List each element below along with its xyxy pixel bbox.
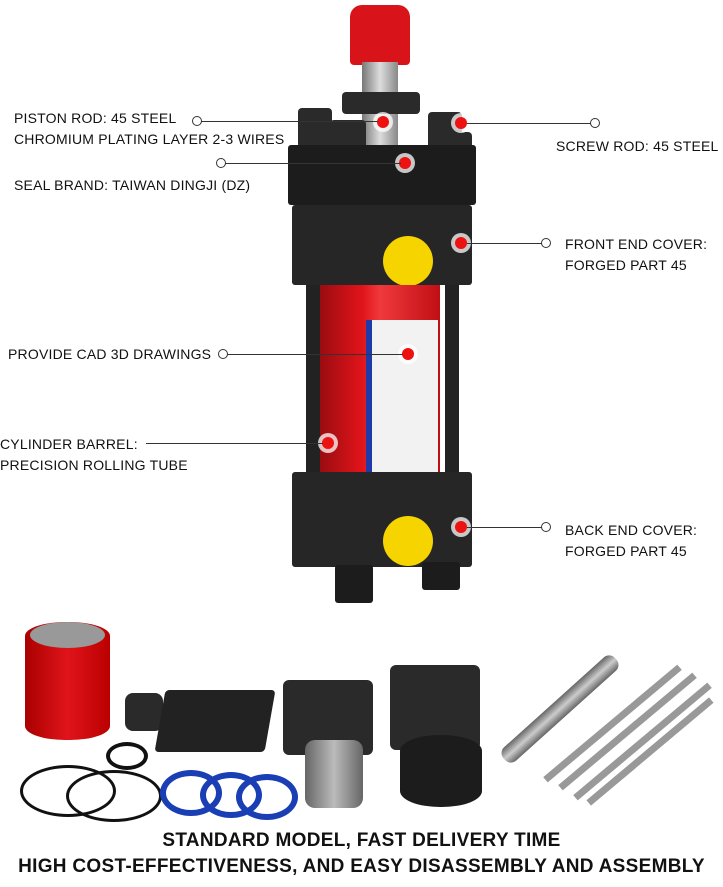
leader-line <box>146 443 323 444</box>
back-port <box>383 516 433 566</box>
label-text: CYLINDER BARREL: <box>0 436 138 452</box>
label-text: FORGED PART 45 <box>565 257 687 273</box>
leader-line <box>227 354 403 355</box>
leader-end-circle <box>541 238 551 248</box>
footer-line-2: HIGH COST-EFFECTIVENESS, AND EASY DISASS… <box>18 856 705 877</box>
top-flange <box>288 145 476 205</box>
marker-screw-rod <box>455 117 467 129</box>
footer-line-1: STANDARD MODEL, FAST DELIVERY TIME <box>162 830 561 851</box>
o-ring <box>106 742 148 770</box>
label-text: CHROMIUM PLATING LAYER 2-3 WIRES <box>14 131 285 147</box>
label-barrel: CYLINDER BARREL: PRECISION ROLLING TUBE <box>0 434 188 476</box>
barrel-tube-opening <box>30 622 105 648</box>
label-text: FORGED PART 45 <box>565 543 687 559</box>
label-seal-brand: SEAL BRAND: TAIWAN DINGJI (DZ) <box>14 177 251 193</box>
label-text: PISTON ROD: 45 STEEL <box>14 110 177 126</box>
marker-front-cover <box>455 237 467 249</box>
rod-cap <box>350 5 410 65</box>
leader-line <box>201 121 378 122</box>
label-back-cover: BACK END COVER: FORGED PART 45 <box>565 520 697 562</box>
front-port <box>383 236 433 286</box>
back-end-cover <box>292 472 472 567</box>
tie-rod-nut <box>298 108 332 148</box>
leader-line <box>467 123 592 124</box>
barrel-label <box>366 320 438 478</box>
leader-line <box>225 163 401 164</box>
label-cad: PROVIDE CAD 3D DRAWINGS <box>8 346 212 362</box>
leader-line <box>467 243 543 244</box>
leader-end-circle <box>590 118 600 128</box>
marker-back-cover <box>455 521 467 533</box>
label-piston-rod: PISTON ROD: 45 STEEL CHROMIUM PLATING LA… <box>14 108 284 150</box>
leader-line <box>467 527 543 528</box>
label-text: FRONT END COVER: <box>565 236 708 252</box>
marker-cad <box>402 348 414 360</box>
foot <box>422 562 460 590</box>
front-end-cover <box>292 205 472 285</box>
o-ring <box>66 770 162 822</box>
label-text: BACK END COVER: <box>565 522 698 538</box>
label-screw-rod: SCREW ROD: 45 STEEL <box>556 138 719 154</box>
tie-rod <box>445 285 459 475</box>
marker-piston-rod <box>377 116 389 128</box>
square-flange <box>154 690 276 752</box>
piston <box>305 740 363 808</box>
marker-seal <box>399 157 411 169</box>
leader-end-circle <box>541 522 551 532</box>
label-text: PRECISION ROLLING TUBE <box>0 457 188 473</box>
nut <box>125 693 163 731</box>
leader-end-circle <box>218 349 228 359</box>
marker-barrel <box>322 437 334 449</box>
rod-nut <box>342 92 420 114</box>
leader-end-circle <box>216 158 226 168</box>
gland <box>400 735 482 807</box>
blue-seal <box>236 774 298 820</box>
label-front-cover: FRONT END COVER: FORGED PART 45 <box>565 234 707 276</box>
foot <box>335 565 373 603</box>
leader-end-circle <box>192 116 202 126</box>
tie-rod <box>306 285 320 475</box>
